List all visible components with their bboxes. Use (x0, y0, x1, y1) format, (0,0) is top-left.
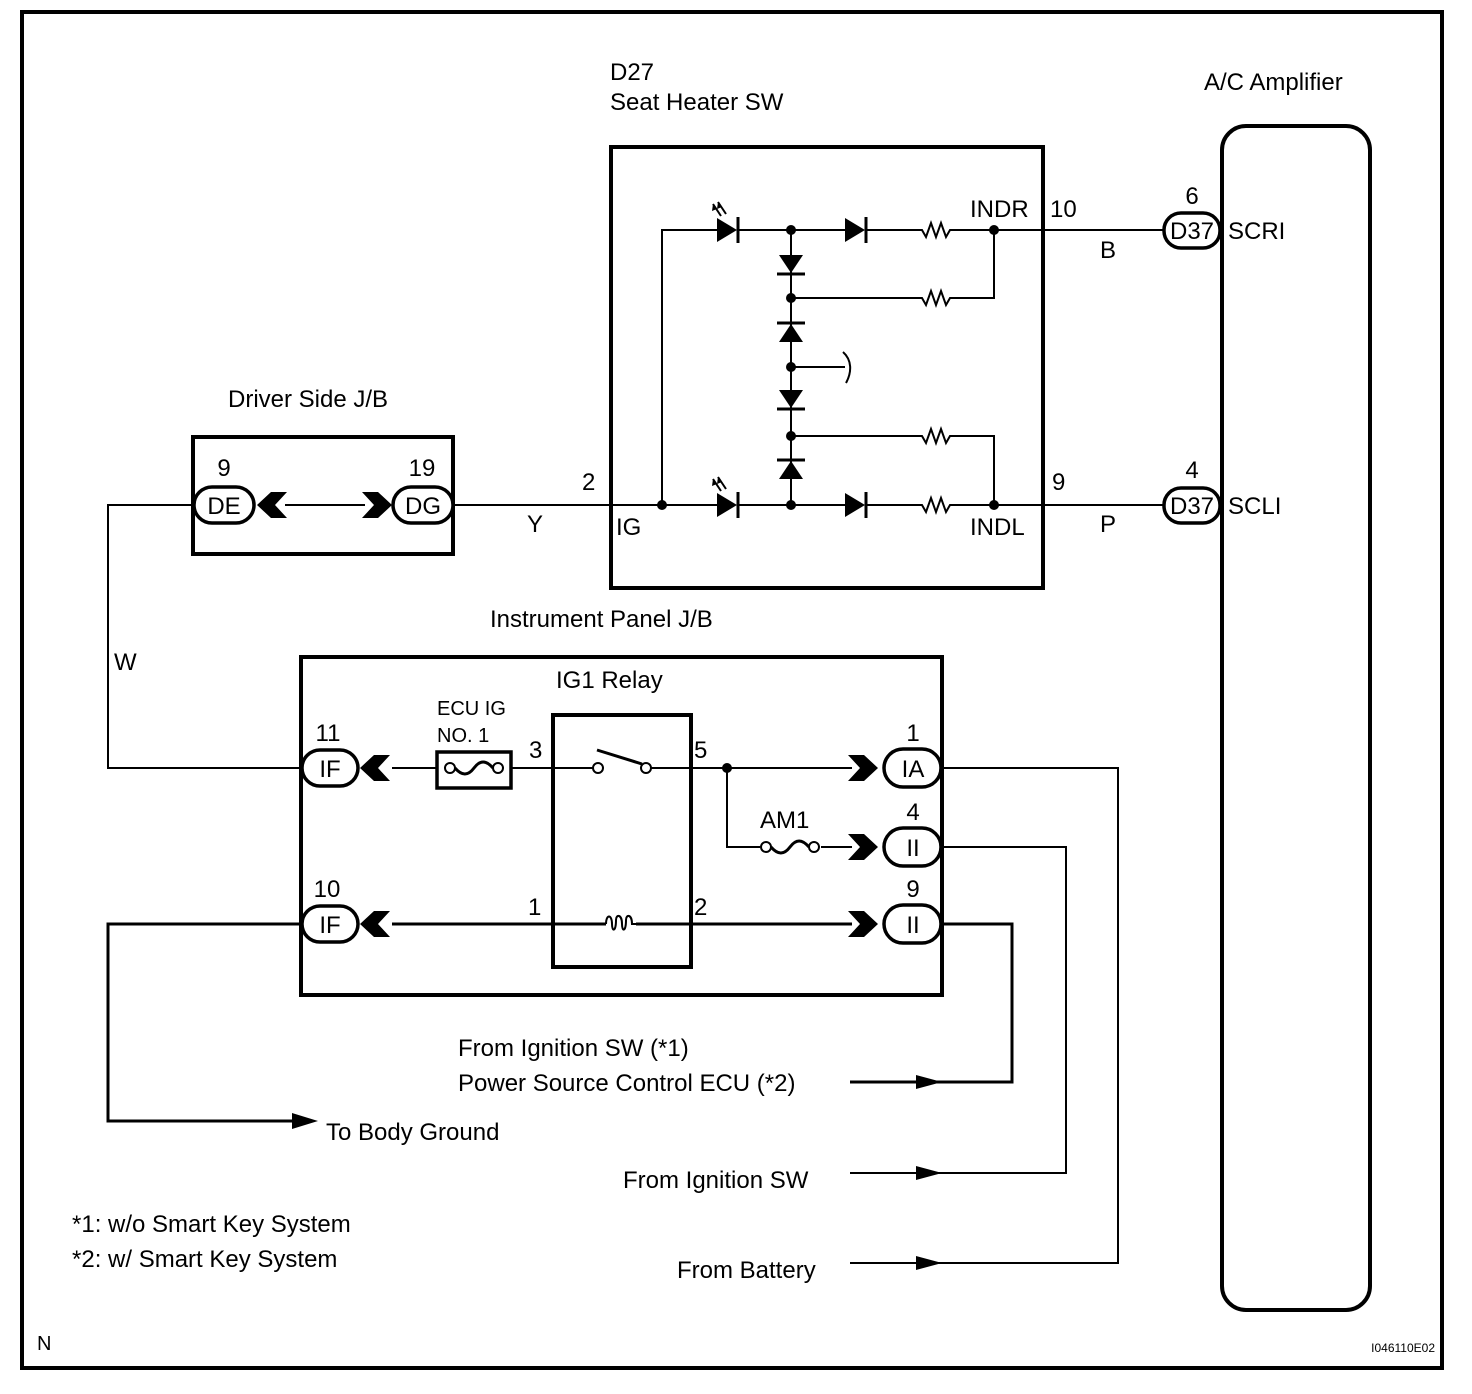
figure-id: I046110E02 (1371, 1341, 1435, 1355)
relay-coil-icon (605, 914, 636, 931)
wire-color-w: W (114, 649, 137, 676)
terminal-indl-label: INDL (970, 514, 1025, 541)
diode-icon (843, 490, 868, 520)
ac-amplifier-box (1220, 124, 1372, 1312)
connector-if-code: IF (319, 756, 340, 783)
diode-icon (775, 321, 807, 344)
terminal-indl-pin: 9 (1052, 469, 1065, 496)
wire-to-body-ground (106, 922, 302, 1123)
connector-if-pin: 11 (316, 720, 341, 747)
junction-dots (657, 225, 999, 510)
connector-de-pin: 9 (217, 455, 230, 482)
connector-ia-pin: 1 (906, 720, 919, 747)
connector-arrow-icon (360, 911, 390, 937)
arrow-icon (916, 1166, 942, 1180)
seat-heater-switch-id: D27 (610, 59, 654, 86)
connector-d37-pin: 4 (1185, 457, 1198, 484)
connector-arrow-icon (848, 834, 878, 860)
terminal-scri-label: SCRI (1228, 218, 1285, 245)
label-power-source-ecu: Power Source Control ECU (*2) (458, 1070, 795, 1097)
connector-de-code: DE (207, 493, 240, 520)
connector-arrow-icon (257, 492, 287, 518)
terminal-ig-label: IG (616, 514, 641, 541)
fuse-am1-label: AM1 (760, 807, 809, 834)
seat-heater-switch-box (609, 145, 1045, 590)
wire-from-battery (850, 767, 1119, 1264)
driver-side-junction-block: Driver Side J/B DE 9 DG 19 (191, 386, 455, 556)
resistor-icon (917, 290, 959, 306)
indicator-led-left-icon (712, 476, 740, 520)
label-to-body-ground: To Body Ground (326, 1119, 499, 1146)
diagram-frame (20, 10, 1444, 1370)
connector-if-pin: 10 (314, 876, 341, 903)
relay-pin-1: 1 (528, 894, 541, 921)
resistor-icon (917, 428, 959, 444)
fuse-am1-icon (759, 839, 821, 855)
seat-heater-switch: D27 Seat Heater SW (582, 59, 1077, 590)
instrument-panel-junction-block: Instrument Panel J/B IG1 Relay 3 5 1 2 E… (299, 606, 944, 997)
connector-d37-scri (1162, 211, 1222, 250)
connector-arrow-icon (848, 911, 878, 937)
connector-d37-code: D37 (1170, 218, 1214, 245)
diode-icon (775, 388, 807, 411)
connector-arrow-icon (362, 492, 392, 518)
note-1: *1: w/o Smart Key System (72, 1211, 351, 1238)
connector-if-11 (300, 748, 360, 788)
connector-dg-code: DG (405, 493, 441, 520)
fuse-ecu-ig-label-1: ECU IG (437, 698, 506, 720)
driver-side-jb-title: Driver Side J/B (228, 386, 388, 413)
terminal-indr-label: INDR (970, 196, 1029, 223)
connector-if-code: IF (319, 912, 340, 939)
terminal-ig-pin: 2 (582, 469, 595, 496)
connector-ii-pin: 9 (906, 876, 919, 903)
note-2: *2: w/ Smart Key System (72, 1246, 337, 1273)
label-from-ignition-sw: From Ignition SW (623, 1167, 809, 1194)
diode-icon (775, 253, 807, 276)
seat-heater-switch-name: Seat Heater SW (610, 89, 784, 116)
connector-d37-pin: 6 (1185, 183, 1198, 210)
connector-ia-code: IA (902, 756, 925, 783)
wire-color-y: Y (527, 511, 543, 538)
relay-pin-3: 3 (529, 737, 542, 764)
relay-pin-5: 5 (694, 737, 707, 764)
instrument-panel-jb-title: Instrument Panel J/B (490, 606, 713, 633)
wire-from-ignition-sw-power-ecu (850, 922, 1014, 1084)
ac-amplifier-title: A/C Amplifier (1204, 69, 1343, 96)
ac-amplifier: A/C Amplifier D37 6 SCRI D37 4 SCLI (1162, 69, 1372, 1312)
indicator-led-right-icon (712, 201, 740, 245)
wire-color-p: P (1100, 511, 1116, 538)
connector-arrow-icon (360, 755, 390, 781)
resistor-icon (917, 497, 959, 513)
wire-color-b: B (1100, 237, 1116, 264)
resistor-icon (917, 222, 959, 238)
fuse-ecu-ig-label-2: NO. 1 (437, 725, 489, 747)
instrument-panel-jb-box (299, 655, 944, 997)
corner-mark: N (37, 1333, 51, 1355)
connector-d37-scli (1162, 486, 1222, 525)
label-from-ignition-sw-1: From Ignition SW (*1) (458, 1035, 689, 1062)
connector-arrow-icon (848, 755, 878, 781)
terminal-indr-pin: 10 (1050, 196, 1077, 223)
relay-switch-icon (592, 748, 652, 774)
connector-ii-code: II (906, 835, 919, 862)
wire-de-if (107, 504, 302, 769)
connector-ii-pin: 4 (906, 799, 919, 826)
label-from-battery: From Battery (677, 1257, 816, 1284)
ig1-relay-title: IG1 Relay (556, 667, 663, 694)
ig1-relay-box (551, 713, 693, 969)
connector-ii-code: II (906, 912, 919, 939)
arrow-icon (916, 1256, 942, 1270)
connector-dg-pin: 19 (409, 455, 436, 482)
arrow-icon (292, 1113, 318, 1129)
wire-from-ignition-sw (850, 846, 1067, 1174)
connector-d37-code: D37 (1170, 493, 1214, 520)
terminal-scli-label: SCLI (1228, 493, 1281, 520)
relay-pin-2: 2 (694, 894, 707, 921)
driver-side-jb-box (191, 435, 455, 556)
diode-icon (775, 458, 807, 481)
arrow-icon (916, 1075, 942, 1089)
diode-icon (843, 215, 868, 245)
